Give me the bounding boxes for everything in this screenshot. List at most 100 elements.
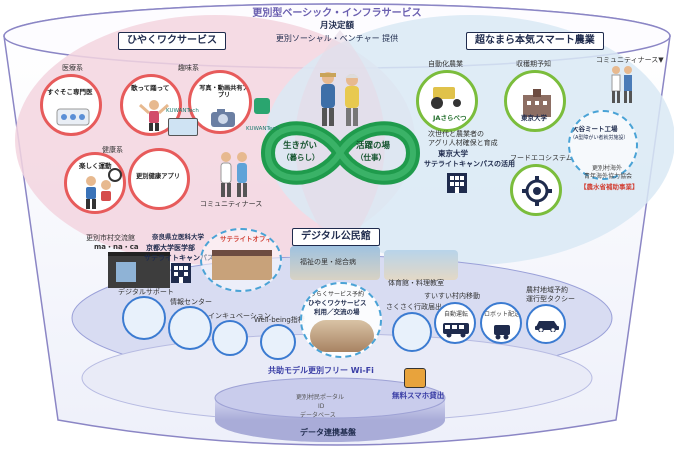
header-title: 更別型ベーシック・インフラサービス <box>252 8 422 19</box>
audience-photo <box>310 320 374 352</box>
next-gen-label-2: アグリ人材確保と育成 <box>428 139 498 147</box>
watch-icon <box>108 168 122 182</box>
digital-support-circle[interactable] <box>122 296 166 340</box>
kuwantech-label-2: KUWANTech <box>246 126 279 132</box>
community-nurse-label-left: コミュニティナース <box>200 200 263 208</box>
share-icon <box>254 98 270 114</box>
hiyaku-center-label-2: 利用／交流の場 <box>314 308 360 316</box>
elderly-couple-icon <box>320 72 359 126</box>
gear-icon <box>522 176 552 206</box>
tractor-icon <box>431 87 461 109</box>
hobby-label: 趣味系 <box>178 64 199 72</box>
infinity-icon <box>261 121 420 185</box>
next-gen-label-1: 次世代と農業者の <box>428 130 484 138</box>
info-center-label: 情報センター <box>170 298 212 306</box>
medical-circle[interactable]: すぐそこ専門医 <box>40 74 102 136</box>
daichi-circle[interactable]: 大谷ミート工場 （A型障がい者就労施設） <box>568 110 638 180</box>
campus-icon <box>171 263 191 283</box>
satellite-campus-label: 京都大学医学部 <box>146 244 195 252</box>
admin-circle[interactable] <box>392 312 432 352</box>
medical-item: すぐそこ専門医 <box>47 88 93 96</box>
section-title-hiyakuwaku: ひやくワクサービス <box>118 32 226 50</box>
infinity-left-sub: （暮らし） <box>282 153 320 162</box>
smartphone-label: 無料スマホ貸出 <box>392 391 445 400</box>
incubation-circle[interactable] <box>212 320 248 356</box>
health-circle-2[interactable]: 更別健康アプリ <box>128 148 190 210</box>
manaca-label-2: ma・na・ca <box>94 243 139 251</box>
robot-icon <box>494 325 510 340</box>
exercise-icon <box>86 176 111 209</box>
satellite-label: サテライトキャンパスの活用 <box>424 160 515 168</box>
info-center-circle[interactable] <box>168 306 212 350</box>
satellite-campus-label-2: サテライトキャンパス <box>144 254 214 262</box>
robot-label: ロボット配送 <box>484 311 521 318</box>
platform-top <box>214 377 446 419</box>
taxi-label-2: 運行型タクシー <box>526 295 575 303</box>
hobby-item-1: 歌って踊って <box>131 84 170 92</box>
food-eco-label: フードエコシステム <box>510 154 573 162</box>
gym-label: 体育館・料理教室 <box>388 279 444 287</box>
auto-agri-circle[interactable]: JAさらべつ <box>416 70 478 132</box>
univ-label: 奈良県立医科大学 <box>152 233 204 241</box>
ja-label: JAさらべつ <box>433 114 467 122</box>
kuwantech-label-1: KUWANTech <box>166 108 199 114</box>
yield-label: 収穫期予知 <box>516 60 551 68</box>
header-provider: 更別ソーシャル・ベンチャー 提供 <box>275 34 399 43</box>
medical-label: 医療系 <box>62 64 83 72</box>
gym-photo <box>384 250 458 280</box>
robot-circle[interactable]: ロボット配送 <box>480 302 522 344</box>
welfare-label: 福祉の里・総合病 <box>300 258 356 266</box>
satellite-office-label: サテライトオフィス <box>220 235 279 243</box>
association-label-1: 更別村海外 <box>592 165 623 172</box>
hiyaku-center-circle[interactable]: うらくサービス予約 ひやくワクサービス 利用／交流の場 <box>300 282 382 358</box>
hiyaku-center-label: ひやくワクサービス <box>308 299 367 307</box>
auto-drive-circle[interactable]: 自動運転 <box>434 302 476 344</box>
infinity-right-sub: （仕事） <box>356 153 386 162</box>
wellbeing-circle[interactable] <box>260 324 296 360</box>
food-eco-circle[interactable] <box>510 164 562 216</box>
admin-label: さくさく行政届出 <box>386 303 442 311</box>
auto-agri-label: 自動化農業 <box>428 60 463 68</box>
incubation-label: インキュベーション <box>208 312 271 320</box>
taxi-circle[interactable] <box>526 304 566 344</box>
manaca-label-1: 更別市村交流館 <box>86 234 135 242</box>
nurse-pair-icon <box>611 66 632 103</box>
id-label: ID <box>318 403 325 410</box>
yield-circle[interactable]: 東京大学 <box>504 70 566 132</box>
hobby-item-2: 写真・動画共有アプリ <box>199 85 249 100</box>
infinity-right-label: 活躍の場 <box>356 141 391 151</box>
service-booking-label: うらくサービス予約 <box>310 291 365 298</box>
auto-drive-label: 自動運転 <box>444 311 469 318</box>
wifi-label: 共助モデル更別フリー Wi-Fi <box>268 366 374 375</box>
community-nurse-icon <box>220 152 247 197</box>
satellite-office-circle[interactable]: サテライトオフィス <box>200 228 282 292</box>
maff-label: 【農水省補助事業】 <box>580 183 639 191</box>
platform-label: データ連携基盤 <box>300 428 356 437</box>
community-nurse-label-right: コミュニティナース▼ <box>596 56 664 64</box>
mobility-label: すいすい村内移動 <box>424 292 480 300</box>
health-item-2: 更別健康アプリ <box>136 173 181 180</box>
todai-label-1: 東京大学 <box>521 114 547 122</box>
association-label-2: 青年海外協力協会 <box>584 173 633 180</box>
daichi-sub: （A型障がい者就労施設） <box>570 135 629 141</box>
health-item-1: 楽しく運動 <box>79 162 112 170</box>
building-icon <box>523 89 551 117</box>
taxi-label: 農村地域予約 <box>526 286 568 294</box>
section-title-smart-agri: 超なまら本気スマート農業 <box>466 32 604 50</box>
manaca-window <box>116 262 136 282</box>
todai-label-2: 東京大学 <box>438 149 468 158</box>
smartphone-icon <box>404 368 426 388</box>
section-title-digital-hall: デジタル公民館 <box>292 228 380 246</box>
health-circle-1[interactable]: 楽しく運動 <box>64 152 126 214</box>
bus-icon <box>443 323 469 338</box>
portal-label: 更別村民ポータル <box>296 394 345 401</box>
header-subtitle: 月決定額 <box>319 21 354 31</box>
hobby-circle-2[interactable]: 写真・動画共有アプリ <box>188 70 252 134</box>
daichi-label: 大谷ミート工場 <box>572 125 618 133</box>
camera-icon <box>211 109 235 127</box>
health-label: 健康系 <box>102 146 123 154</box>
wellbeing-label: Well-being指標 <box>254 316 305 324</box>
car-icon <box>535 321 559 332</box>
digital-support-label: デジタルサポート <box>118 288 174 296</box>
dance-icon <box>139 100 169 131</box>
